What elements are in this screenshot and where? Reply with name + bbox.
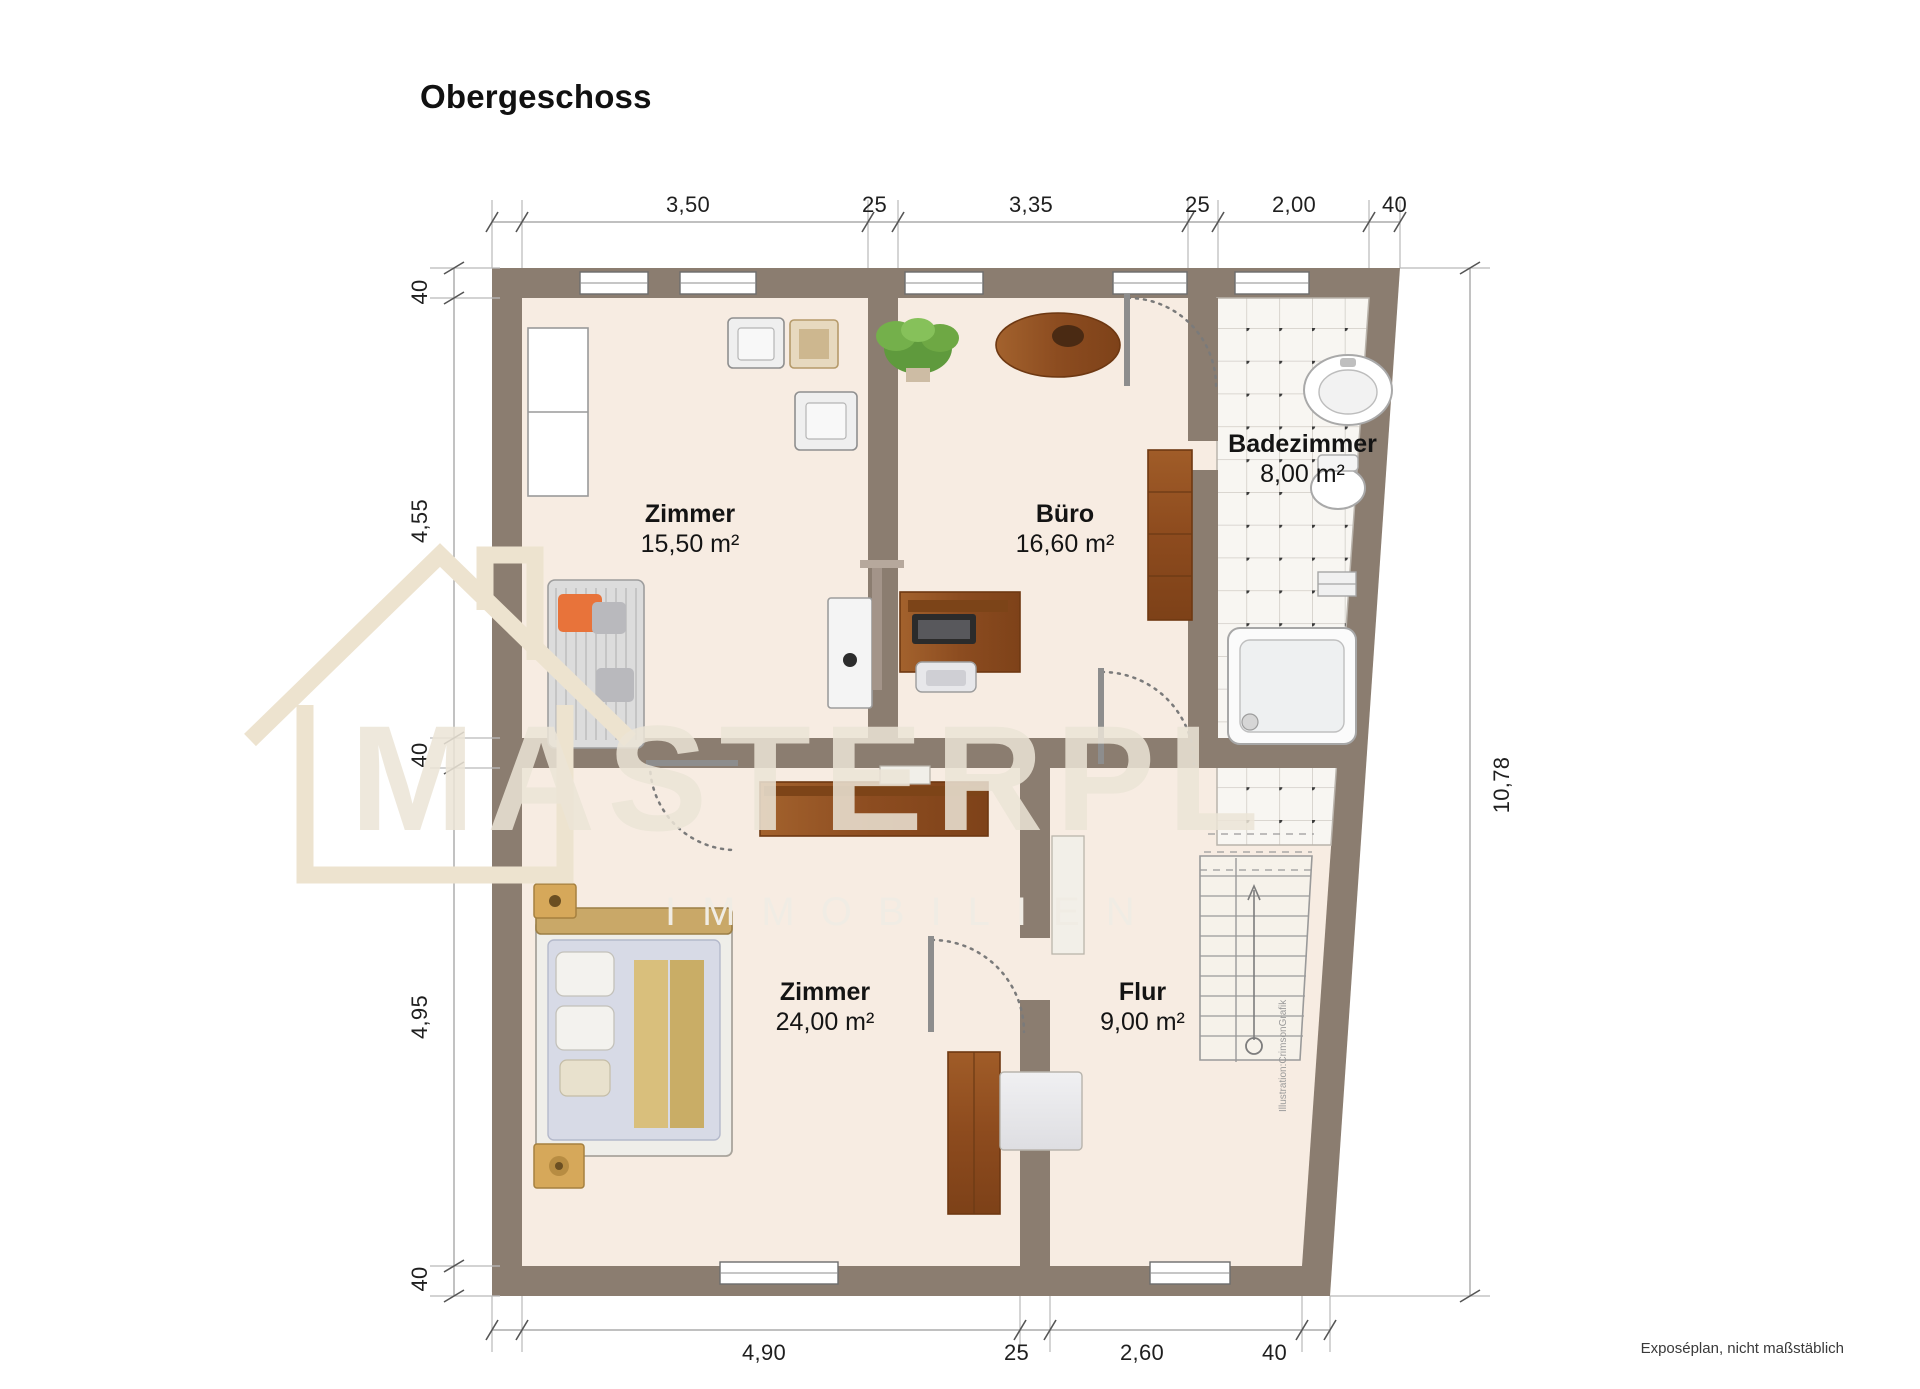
- dim-left-3: 4,95: [407, 994, 432, 1040]
- dim-top-3: 25: [1185, 192, 1211, 217]
- dim-left-0: 40: [407, 279, 432, 305]
- room-label-flur: Flur 9,00 m²: [1055, 978, 1230, 1037]
- dim-right-0: 10,78: [1489, 756, 1514, 814]
- dim-top-0: 3,50: [666, 192, 711, 217]
- dim-bottom-3: 40: [1262, 1340, 1288, 1365]
- dim-left-4: 40: [407, 1266, 432, 1292]
- dim-top-5: 40: [1382, 192, 1408, 217]
- footer-note: Exposéplan, nicht maßstäblich: [1640, 1340, 1844, 1357]
- room-area: 9,00 m²: [1100, 1007, 1185, 1036]
- room-name: Büro: [1035, 500, 1095, 528]
- dim-top-1: 25: [862, 192, 888, 217]
- dim-bottom-2: 2,60: [1120, 1340, 1165, 1365]
- room-name: Zimmer: [779, 978, 871, 1006]
- dim-left-1: 4,55: [407, 498, 432, 544]
- room-label-badezimmer: Badezimmer 8,00 m²: [1195, 430, 1410, 489]
- dim-top-2: 3,35: [1009, 192, 1054, 217]
- page-title: Obergeschoss: [420, 78, 652, 115]
- room-area: 15,50 m²: [640, 529, 740, 558]
- room-label-zimmer-2: Zimmer 24,00 m²: [730, 978, 920, 1037]
- dim-top-4: 2,00: [1272, 192, 1317, 217]
- dim-bottom-0: 4,90: [742, 1340, 787, 1365]
- dim-bottom-1: 25: [1004, 1340, 1030, 1365]
- room-name: Zimmer: [644, 500, 736, 528]
- illustration-credit: Illustration:CrimsonGrafik: [1278, 999, 1289, 1112]
- room-area: 8,00 m²: [1260, 459, 1345, 488]
- room-name: Badezimmer: [1228, 430, 1377, 458]
- room-label-buero: Büro 16,60 m²: [975, 500, 1155, 559]
- room-area: 16,60 m²: [1015, 529, 1115, 558]
- room-name: Flur: [1118, 978, 1167, 1006]
- room-label-zimmer-1: Zimmer 15,50 m²: [600, 500, 780, 559]
- dim-left-2: 40: [407, 742, 432, 768]
- room-area: 24,00 m²: [775, 1007, 875, 1036]
